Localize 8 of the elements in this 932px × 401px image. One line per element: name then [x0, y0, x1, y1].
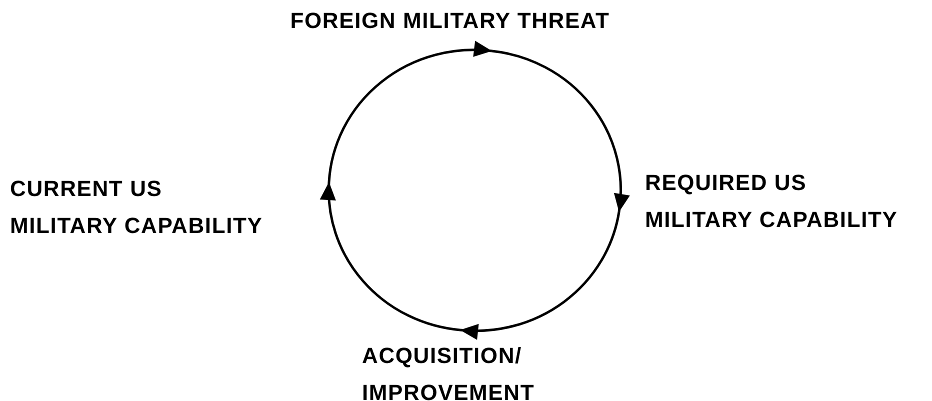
- node-label: CURRENT US MILITARY CAPABILITY: [10, 175, 263, 240]
- cycle-arrow: [460, 212, 620, 339]
- cycle-arrow: [328, 42, 492, 182]
- node-label: ACQUISITION/ IMPROVEMENT: [362, 342, 535, 401]
- cycle-arrow: [320, 182, 460, 332]
- node-label: REQUIRED US MILITARY CAPABILITY: [645, 169, 898, 234]
- cycle-arrow: [492, 50, 629, 212]
- node-label: FOREIGN MILITARY THREAT: [290, 7, 610, 35]
